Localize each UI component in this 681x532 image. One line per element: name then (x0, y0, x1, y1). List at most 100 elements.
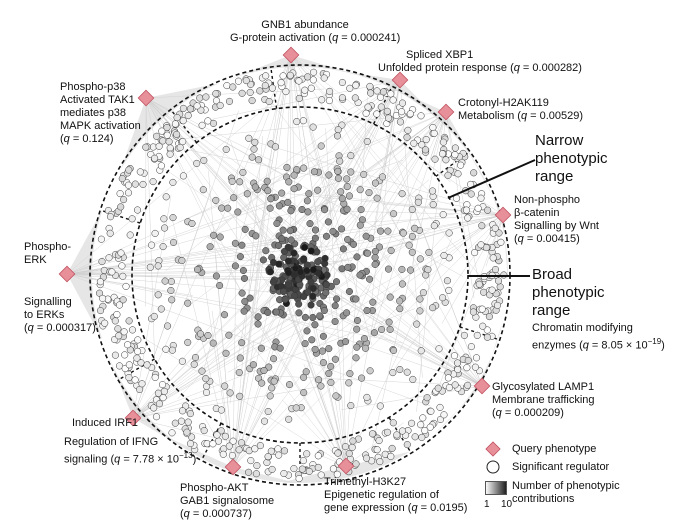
regulator-node (209, 440, 217, 448)
regulator-node (146, 263, 154, 271)
regulator-node (260, 366, 268, 375)
regulator-node (331, 317, 339, 326)
h3k27-line3: gene expression ( (324, 502, 412, 514)
regulator-node (209, 119, 218, 127)
regulator-node (396, 118, 404, 126)
regulator-node (454, 170, 462, 178)
regulator-node (440, 411, 448, 419)
regulator-node (419, 414, 427, 422)
regulator-node (213, 431, 221, 439)
regulator-node (406, 266, 415, 274)
regulator-node (307, 301, 315, 309)
regulator-node (321, 254, 329, 262)
regulator-node (377, 227, 385, 235)
erk-paren: ( (24, 322, 28, 334)
regulator-node (212, 97, 221, 105)
regulator-node (281, 295, 289, 303)
regulator-node (138, 380, 146, 388)
regulator-node (470, 169, 478, 177)
regulator-node (243, 190, 251, 198)
regulator-node (373, 87, 381, 95)
regulator-node (373, 446, 381, 454)
irf1-line3: signaling ( (64, 453, 115, 466)
regulator-node (396, 365, 404, 374)
regulator-node (390, 346, 398, 355)
erk-line3: Signalling (24, 296, 72, 308)
regulator-node (373, 194, 381, 202)
regulator-node (363, 137, 371, 146)
regulator-node (376, 458, 384, 466)
edge-line (132, 308, 415, 419)
regulator-node (309, 123, 317, 131)
regulator-node (305, 467, 313, 475)
edge-line (280, 111, 447, 255)
regulator-node (489, 254, 497, 262)
regulator-node (126, 231, 134, 239)
edge-line (235, 323, 347, 467)
regulator-node (268, 384, 276, 392)
regulator-node (345, 449, 353, 458)
edge-line (327, 111, 447, 382)
regulator-node (248, 97, 256, 105)
regulator-node (96, 278, 104, 286)
regulator-node (406, 110, 414, 118)
regulator-node (347, 168, 355, 176)
regulator-node (216, 233, 224, 241)
sector-divider (435, 151, 471, 177)
regulator-node (347, 152, 355, 160)
regulator-node (377, 103, 385, 111)
regulator-node (115, 332, 123, 340)
regulator-node (314, 463, 322, 471)
regulator-node (423, 394, 431, 402)
regulator-node (338, 94, 346, 102)
regulator-node (322, 289, 330, 297)
regulator-node (154, 262, 162, 270)
regulator-node (327, 362, 335, 370)
regulator-node (464, 356, 472, 365)
regulator-node (200, 156, 208, 164)
regulator-node (268, 465, 276, 473)
regulator-node (255, 156, 263, 164)
regulator-node (285, 415, 293, 423)
regulator-node (303, 197, 311, 205)
irf1-qval: = 7.78 × 10 (120, 453, 179, 466)
regulator-node (278, 235, 286, 243)
regulator-node (360, 335, 368, 343)
regulator-node (299, 457, 307, 465)
regulator-node (371, 260, 379, 268)
regulator-node (115, 301, 124, 309)
erk-title: Phospho- (24, 241, 72, 253)
regulator-node (125, 361, 133, 369)
chrom-close: ) (661, 339, 665, 352)
regulator-node (353, 253, 361, 261)
regulator-node (357, 206, 365, 214)
regulator-node (106, 229, 114, 237)
regulator-node (163, 131, 171, 139)
regulator-node (117, 249, 125, 257)
regulator-node (383, 107, 391, 115)
regulator-node (345, 287, 353, 296)
sector-divider (170, 109, 198, 144)
query-diamond-irf1 (124, 409, 142, 427)
regulator-node (251, 183, 259, 191)
query-diamond-h3k27 (337, 457, 355, 475)
regulator-node (167, 286, 175, 295)
regulator-node (285, 281, 293, 289)
regulator-node (136, 168, 144, 176)
regulator-node (445, 229, 453, 237)
regulator-node (290, 171, 298, 179)
regulator-node (445, 384, 453, 392)
regulator-node (99, 294, 107, 302)
edge-line (290, 54, 401, 234)
regulator-node (300, 164, 308, 172)
regulator-node (168, 429, 176, 437)
edge-line (248, 79, 401, 366)
regulator-node (430, 222, 438, 230)
edge-line (271, 102, 483, 387)
regulator-node (157, 162, 165, 170)
regulator-node (366, 367, 374, 375)
irf1-pathway: Regulation of IFNG (64, 436, 159, 448)
xbp1-title: Spliced XBP1 (406, 49, 474, 61)
regulator-node (443, 277, 451, 285)
regulator-node (286, 71, 294, 79)
